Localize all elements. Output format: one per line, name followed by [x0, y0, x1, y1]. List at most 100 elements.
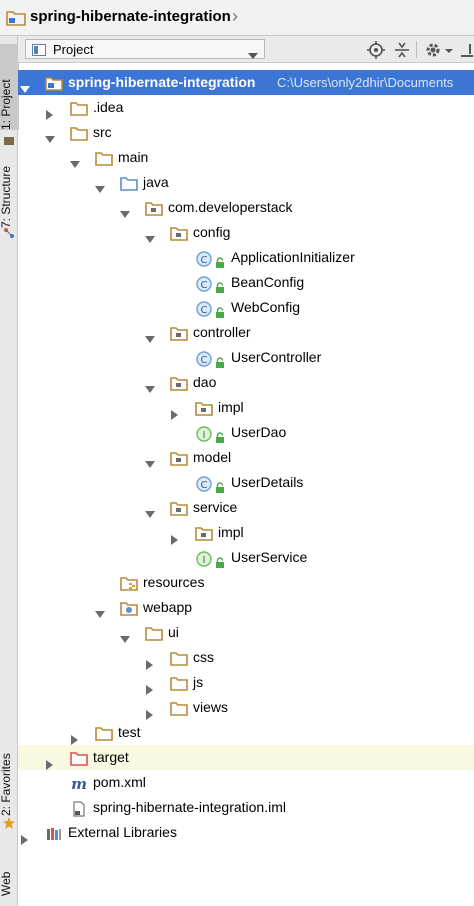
folder-icon [70, 125, 88, 141]
svg-text:C: C [201, 480, 208, 491]
svg-text:I: I [203, 430, 206, 441]
collapse-all-icon[interactable] [393, 41, 411, 59]
breadcrumb-project[interactable]: spring-hibernate-integration [30, 8, 231, 25]
tree-node-label: WebConfig [231, 299, 301, 315]
tree-node[interactable]: .idea [18, 95, 474, 120]
expand-arrow-down-icon[interactable] [95, 603, 105, 618]
project-tab-icon [3, 134, 15, 146]
tree-node[interactable]: css [18, 645, 474, 670]
expand-arrow-down-icon[interactable] [145, 453, 155, 468]
iml-file-icon [70, 800, 88, 817]
lock-icon [215, 552, 225, 568]
resources-folder-icon [120, 575, 138, 591]
hide-panel-icon[interactable] [458, 41, 474, 59]
tree-node[interactable]: java [18, 170, 474, 195]
collapse-arrow-right-icon[interactable] [145, 678, 155, 695]
tree-node[interactable]: webapp [18, 595, 474, 620]
tree-node-label: model [193, 449, 232, 465]
scroll-from-source-icon[interactable] [367, 41, 385, 59]
collapse-arrow-right-icon[interactable] [70, 728, 80, 745]
tab-favorites[interactable]: 2: Favorites [0, 753, 13, 816]
tree-node[interactable]: I UserService [18, 545, 474, 570]
tree-node-label: .idea [93, 99, 124, 115]
collapse-arrow-right-icon[interactable] [170, 403, 180, 420]
tree-node-label: ui [168, 624, 179, 640]
folder-icon [70, 100, 88, 116]
tree-node[interactable]: views [18, 695, 474, 720]
maven-icon: m [70, 775, 88, 793]
navigation-bar: spring-hibernate-integration › [0, 0, 474, 36]
collapse-arrow-right-icon[interactable] [20, 828, 30, 845]
gear-icon[interactable] [424, 41, 442, 59]
class-icon: C [195, 475, 213, 492]
collapse-arrow-right-icon[interactable] [45, 103, 55, 120]
project-view-label: Project [53, 42, 94, 57]
tab-web[interactable]: Web [0, 871, 13, 896]
tree-node[interactable]: impl [18, 395, 474, 420]
expand-arrow-down-icon[interactable] [45, 128, 55, 143]
interface-icon: I [195, 425, 213, 442]
tree-node[interactable]: C ApplicationInitializer [18, 245, 474, 270]
tree-node-label: spring-hibernate-integration [68, 74, 256, 90]
tree-node-label: java [143, 174, 169, 190]
gear-dropdown-icon[interactable] [444, 41, 454, 59]
tree-node[interactable]: service [18, 495, 474, 520]
project-view-selector[interactable]: Project [25, 39, 265, 59]
tree-node[interactable]: model [18, 445, 474, 470]
tree-node-label: ApplicationInitializer [231, 249, 355, 265]
interface-icon: I [195, 550, 213, 567]
expand-arrow-down-icon[interactable] [120, 628, 130, 643]
expand-arrow-down-icon[interactable] [120, 203, 130, 218]
tree-node[interactable]: config [18, 220, 474, 245]
tree-node[interactable]: dao [18, 370, 474, 395]
expand-arrow-down-icon[interactable] [70, 153, 80, 168]
tree-node[interactable]: test [18, 720, 474, 745]
tree-node[interactable]: impl [18, 520, 474, 545]
tree-node[interactable]: spring-hibernate-integration.iml [18, 795, 474, 820]
collapse-arrow-right-icon[interactable] [145, 703, 155, 720]
tree-node[interactable]: src [18, 120, 474, 145]
svg-text:C: C [201, 280, 208, 291]
collapse-arrow-right-icon[interactable] [145, 653, 155, 670]
tree-node[interactable]: C WebConfig [18, 295, 474, 320]
tree-node-label: impl [218, 524, 244, 540]
tree-node[interactable]: js [18, 670, 474, 695]
tree-node[interactable]: target [18, 745, 474, 770]
tree-node-label: UserService [231, 549, 308, 565]
class-icon: C [195, 250, 213, 267]
source-folder-icon [120, 175, 138, 191]
expand-arrow-down-icon[interactable] [145, 228, 155, 243]
tree-node[interactable]: controller [18, 320, 474, 345]
folder-icon [170, 650, 188, 666]
lock-icon [215, 477, 225, 493]
class-icon: C [195, 300, 213, 317]
collapse-arrow-right-icon[interactable] [170, 528, 180, 545]
tree-node-label: service [193, 499, 238, 515]
module-folder-icon [6, 10, 26, 31]
expand-arrow-down-icon[interactable] [145, 378, 155, 393]
package-icon [170, 225, 188, 241]
expand-arrow-down-icon[interactable] [20, 78, 30, 93]
tab-structure[interactable]: 7: Structure [0, 165, 13, 228]
collapse-arrow-right-icon[interactable] [45, 753, 55, 770]
expand-arrow-down-icon[interactable] [95, 178, 105, 193]
tree-node[interactable]: resources [18, 570, 474, 595]
tab-project[interactable]: 1: Project [0, 44, 19, 130]
tree-node-label: External Libraries [68, 824, 177, 840]
tree-node[interactable]: main [18, 145, 474, 170]
star-icon [3, 816, 15, 829]
expand-arrow-down-icon[interactable] [145, 328, 155, 343]
svg-text:C: C [201, 255, 208, 266]
tree-node[interactable]: ui [18, 620, 474, 645]
tree-node[interactable]: com.developerstack [18, 195, 474, 220]
tree-node[interactable]: External Libraries [18, 820, 474, 845]
tree-node-label: resources [143, 574, 205, 590]
expand-arrow-down-icon[interactable] [145, 503, 155, 518]
